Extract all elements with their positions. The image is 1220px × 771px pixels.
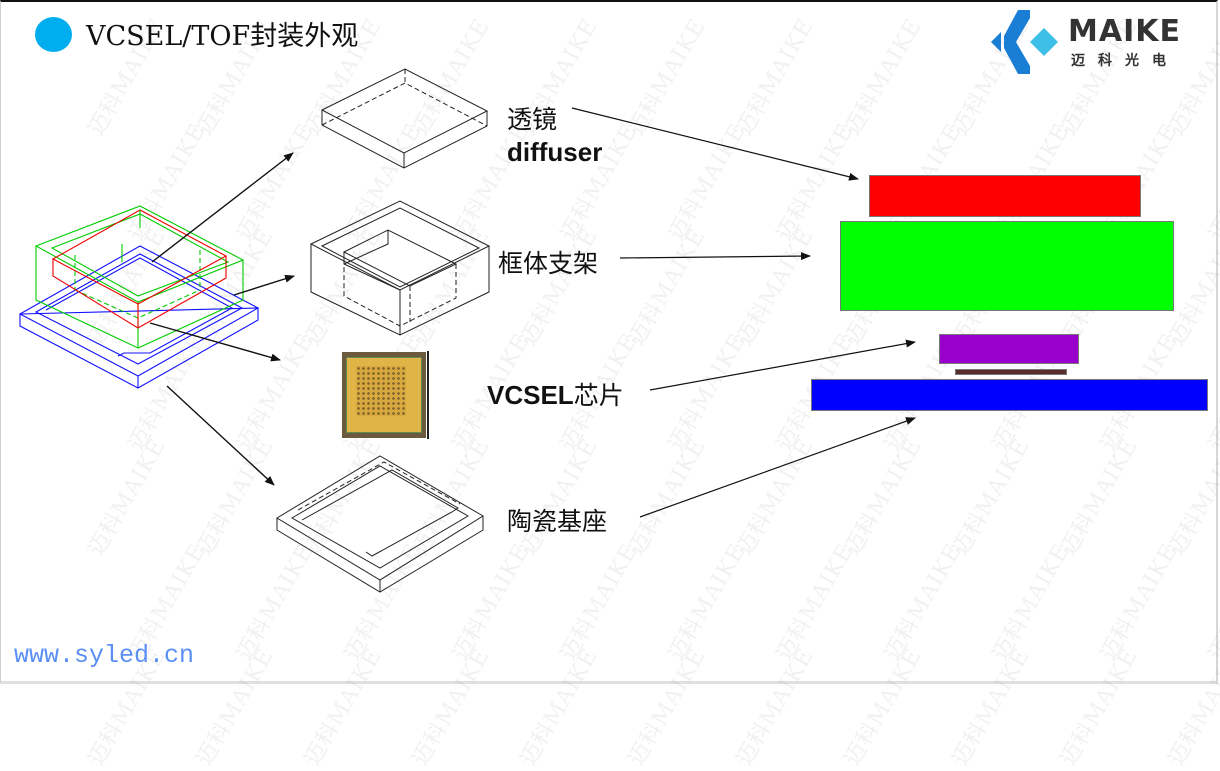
maike-logo-icon	[991, 10, 1058, 74]
arrow-substrate-to-section	[639, 417, 916, 518]
arrow-to-chip	[149, 322, 281, 362]
slide-frame	[0, 0, 1218, 684]
substrate-label: 陶瓷基座	[507, 507, 608, 536]
chip-label-cn: 芯片	[573, 381, 624, 410]
lens-outline	[51, 209, 228, 329]
section-frame-layer	[840, 221, 1174, 311]
emitter-array	[356, 366, 406, 416]
frame-drawing	[309, 200, 491, 336]
arrow-to-lens	[151, 152, 294, 263]
exploded-diagram	[18, 68, 916, 593]
footer-url: www.syled.cn	[14, 641, 195, 670]
arrow-frame-to-section	[619, 252, 811, 261]
section-lens-layer	[869, 175, 1141, 217]
substrate-drawing	[276, 455, 484, 593]
logo-name: MAIKE	[1068, 14, 1181, 49]
lens-label-en: diffuser	[507, 137, 603, 167]
arrow-to-substrate	[166, 385, 275, 486]
logo-diamond	[1030, 28, 1058, 56]
arrow-chip-to-section	[649, 339, 916, 391]
title-bullet-icon	[35, 17, 72, 52]
substrate-outline	[18, 245, 260, 389]
lens-drawing	[320, 68, 489, 169]
section-substrate-layer	[811, 379, 1208, 411]
logo-left-chevron	[991, 32, 1001, 52]
arrow-to-frame	[233, 274, 295, 296]
section-chip-layer	[939, 334, 1079, 364]
section-die-attach-layer	[955, 369, 1067, 375]
lens-label-cn: 透镜	[507, 105, 558, 134]
frame-label: 框体支架	[498, 249, 599, 278]
logo-k-shape	[1004, 10, 1030, 74]
arrow-lens-to-section	[571, 107, 859, 181]
chip-label-en: VCSEL	[487, 380, 574, 410]
chip-edge-line	[427, 351, 429, 439]
assembled-package-drawing	[18, 205, 260, 389]
explode-arrows	[149, 152, 295, 486]
logo-subtitle: 迈科光电	[1071, 53, 1179, 69]
slide-title: VCSEL/TOF封装外观	[86, 21, 359, 52]
section-arrows	[571, 107, 916, 518]
vcsel-chip-image	[342, 352, 426, 438]
chip-label: VCSEL芯片	[487, 376, 624, 412]
